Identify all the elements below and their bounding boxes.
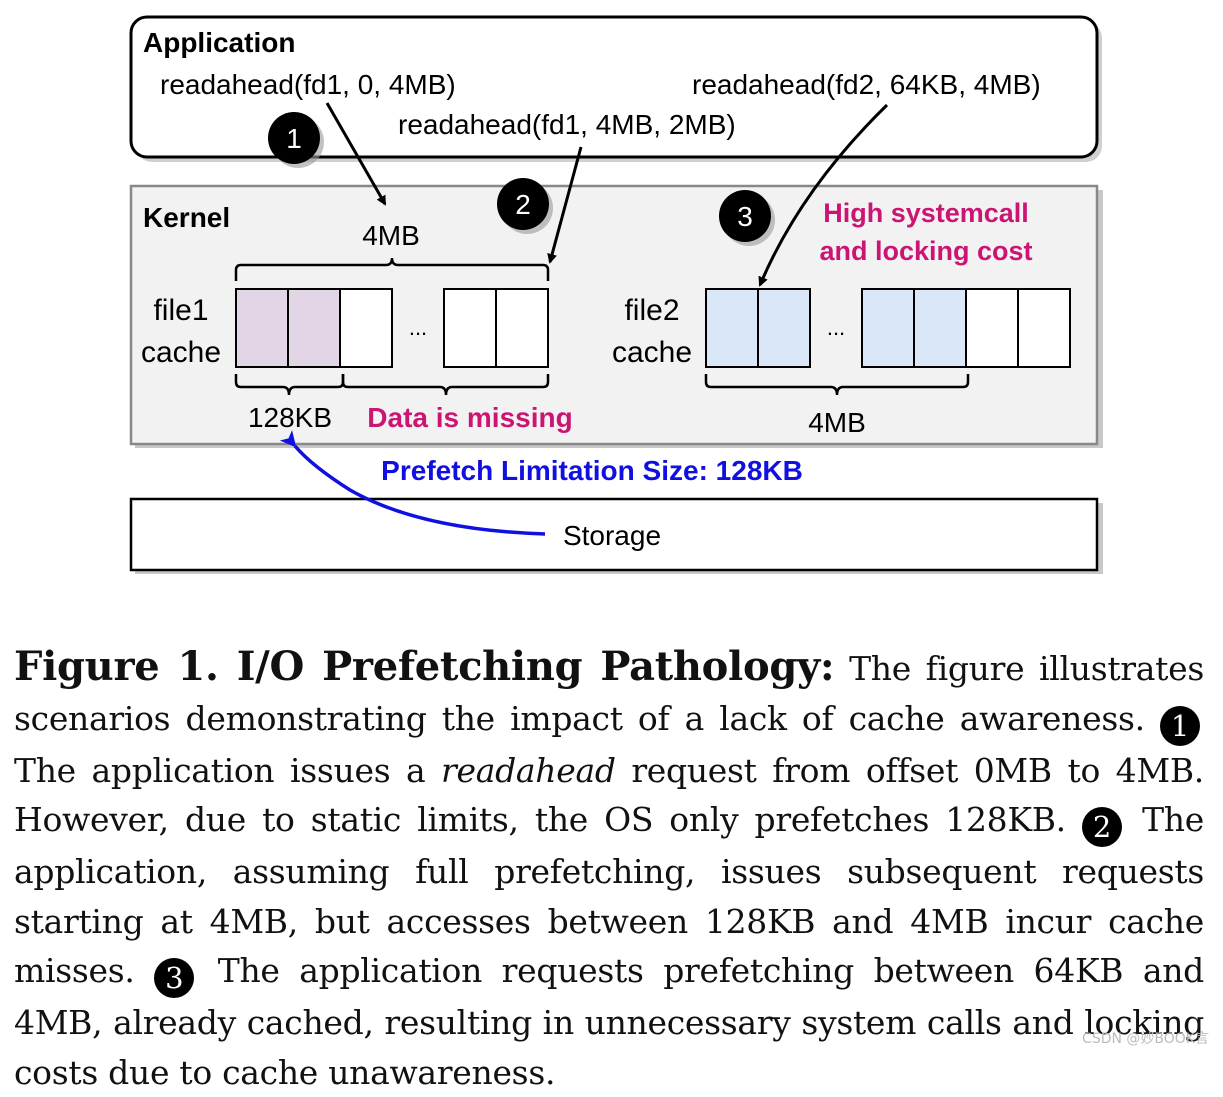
file2-block-empty bbox=[965, 288, 1019, 368]
storage-box: Storage bbox=[129, 497, 1103, 574]
file1-ellipsis: ... bbox=[409, 315, 427, 340]
kernel-label: Kernel bbox=[143, 202, 230, 233]
figure-title: Figure 1. I/O Prefetching Pathology: bbox=[14, 643, 835, 690]
caption-intro: The figure illustrates scenarios demonst… bbox=[14, 649, 1204, 738]
cost-line-1: High systemcall bbox=[823, 198, 1029, 228]
file2-block-cached bbox=[757, 288, 811, 368]
file1-label-line2: cache bbox=[141, 336, 221, 369]
caption-step-1-marker: 1 bbox=[1160, 705, 1200, 746]
file1-block-prefetched bbox=[287, 288, 341, 368]
file2-block-cached bbox=[705, 288, 759, 368]
prefetched-label: 128KB bbox=[248, 402, 332, 433]
file1-block-empty bbox=[495, 288, 549, 368]
prefetching-diagram: Application readahead(fd1, 0, 4MB) reada… bbox=[129, 15, 1103, 574]
arrow-request-2 bbox=[547, 146, 583, 264]
missing-brace bbox=[341, 374, 550, 396]
file1-cache: file1 cache ... 4MB 128KB Data is missin… bbox=[141, 220, 573, 433]
file2-label-line2: cache bbox=[612, 336, 692, 369]
file2-ellipsis: ... bbox=[827, 315, 845, 340]
step-number: 3 bbox=[737, 201, 753, 232]
file1-block-empty bbox=[339, 288, 393, 368]
figure-caption: Figure 1. I/O Prefetching Pathology: The… bbox=[14, 642, 1204, 1097]
file1-block-empty bbox=[443, 288, 497, 368]
file2-size-brace bbox=[704, 374, 970, 396]
caption-step-3-marker: 3 bbox=[154, 958, 195, 998]
prefetch-arrow bbox=[279, 430, 546, 536]
application-label: Application bbox=[143, 27, 295, 58]
caption-step-1-a: The application issues a bbox=[14, 750, 441, 790]
arrow-request-1 bbox=[325, 102, 387, 206]
cost-line-2: and locking cost bbox=[819, 236, 1032, 266]
caption-step-2-marker: 2 bbox=[1081, 807, 1122, 847]
file2-block-empty bbox=[1017, 288, 1071, 368]
readahead-call-2: readahead(fd1, 4MB, 2MB) bbox=[398, 109, 736, 140]
file2-label-line1: file2 bbox=[624, 294, 679, 327]
readahead-call-1: readahead(fd1, 0, 4MB) bbox=[160, 69, 456, 100]
prefetch-limit-label: Prefetch Limitation Size: 128KB bbox=[381, 455, 803, 486]
caption-step-2-text: The application, assuming full prefetchi… bbox=[14, 800, 1204, 990]
caption-step-1-b: request from offset 0MB to 4MB. However,… bbox=[14, 750, 1204, 840]
file2-size-label: 4MB bbox=[808, 407, 866, 438]
missing-label: Data is missing bbox=[367, 402, 572, 433]
step-number: 2 bbox=[515, 189, 531, 220]
step-marker-1: 1 bbox=[268, 112, 324, 168]
caption-step-1-emphasis: readahead bbox=[441, 750, 616, 790]
file1-block-prefetched bbox=[235, 288, 289, 368]
watermark: CSDN @妙BOOK言 bbox=[1082, 1031, 1209, 1047]
step-marker-3: 3 bbox=[719, 190, 775, 246]
arrow-request-3 bbox=[758, 103, 889, 287]
step-number: 1 bbox=[286, 123, 302, 154]
readahead-call-3: readahead(fd2, 64KB, 4MB) bbox=[692, 69, 1041, 100]
file2-block-cached bbox=[861, 288, 915, 368]
prefetched-brace bbox=[234, 374, 345, 396]
file1-size-label: 4MB bbox=[362, 220, 420, 251]
application-box: Application readahead(fd1, 0, 4MB) reada… bbox=[129, 15, 1102, 162]
file2-cache: file2 cache ... 4MB High systemcall and … bbox=[612, 198, 1071, 438]
request-arrows bbox=[325, 102, 889, 287]
file1-size-brace bbox=[234, 257, 550, 281]
file2-block-cached bbox=[913, 288, 967, 368]
file1-label-line1: file1 bbox=[153, 294, 208, 327]
storage-label: Storage bbox=[563, 520, 661, 551]
step-marker-2: 2 bbox=[497, 178, 553, 234]
